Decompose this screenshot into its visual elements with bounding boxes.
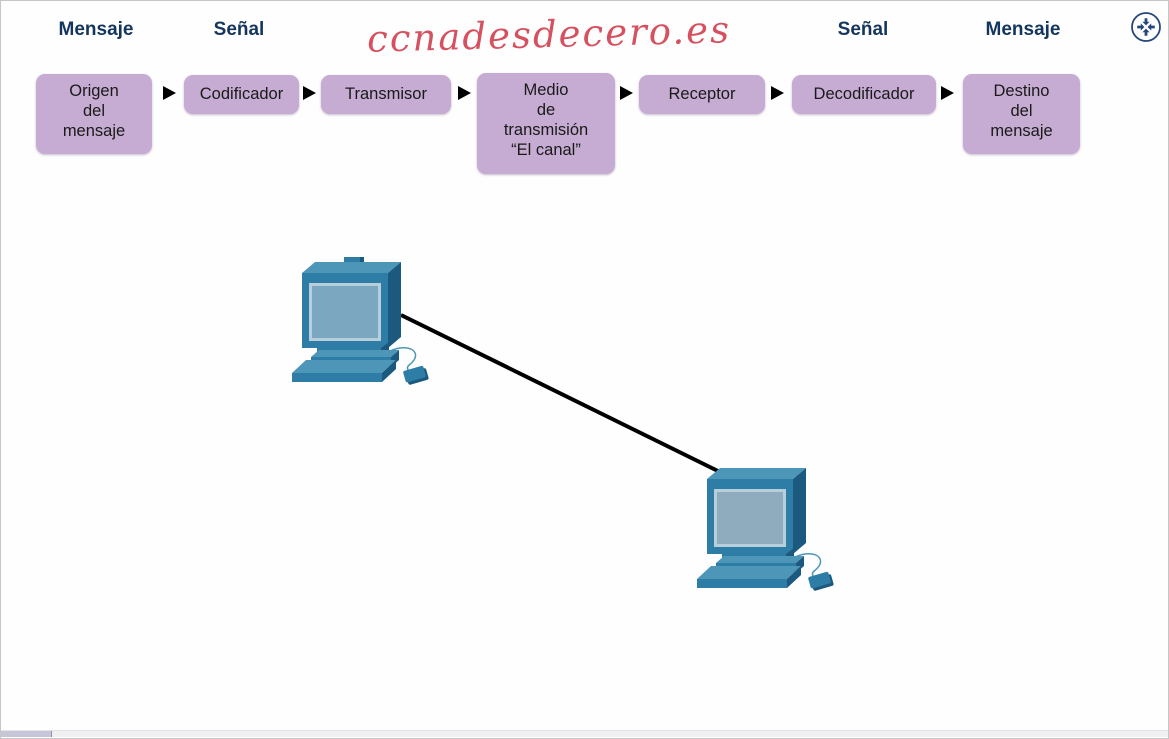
flow-arrow-icon bbox=[458, 86, 471, 100]
flow-box-codificador: Codificador bbox=[184, 75, 299, 114]
flow-box-origen-del-mensaje: Origen del mensaje bbox=[36, 74, 152, 154]
flow-arrow-icon bbox=[620, 86, 633, 100]
flow-arrow-icon bbox=[941, 86, 954, 100]
flow-box-medio-de-transmision: Medio de transmisión “El canal” bbox=[477, 73, 615, 174]
horizontal-scrollbar-track[interactable] bbox=[1, 730, 1168, 737]
header-label-mensaje-right: Mensaje bbox=[985, 19, 1061, 40]
flow-arrow-icon bbox=[771, 86, 784, 100]
flow-arrow-icon bbox=[163, 86, 176, 100]
header-label-mensaje-left: Mensaje bbox=[58, 19, 134, 40]
flow-arrow-icon bbox=[303, 86, 316, 100]
flow-box-receptor: Receptor bbox=[639, 75, 765, 114]
flow-box-destino-del-mensaje: Destino del mensaje bbox=[963, 74, 1080, 154]
compress-arrows-icon bbox=[1129, 12, 1163, 47]
flow-box-decodificador: Decodificador bbox=[792, 75, 936, 114]
header-label-senal-right: Señal bbox=[837, 19, 889, 40]
header-label-senal-left: Señal bbox=[213, 19, 265, 40]
desktop-pc-icon bbox=[292, 257, 429, 385]
watermark-text: ccnadesdecero.es bbox=[366, 8, 732, 61]
horizontal-scrollbar-thumb[interactable] bbox=[1, 731, 52, 737]
fullscreen-button[interactable] bbox=[1129, 10, 1163, 44]
desktop-pc-icon bbox=[697, 468, 834, 591]
flow-box-transmisor: Transmisor bbox=[321, 75, 451, 114]
